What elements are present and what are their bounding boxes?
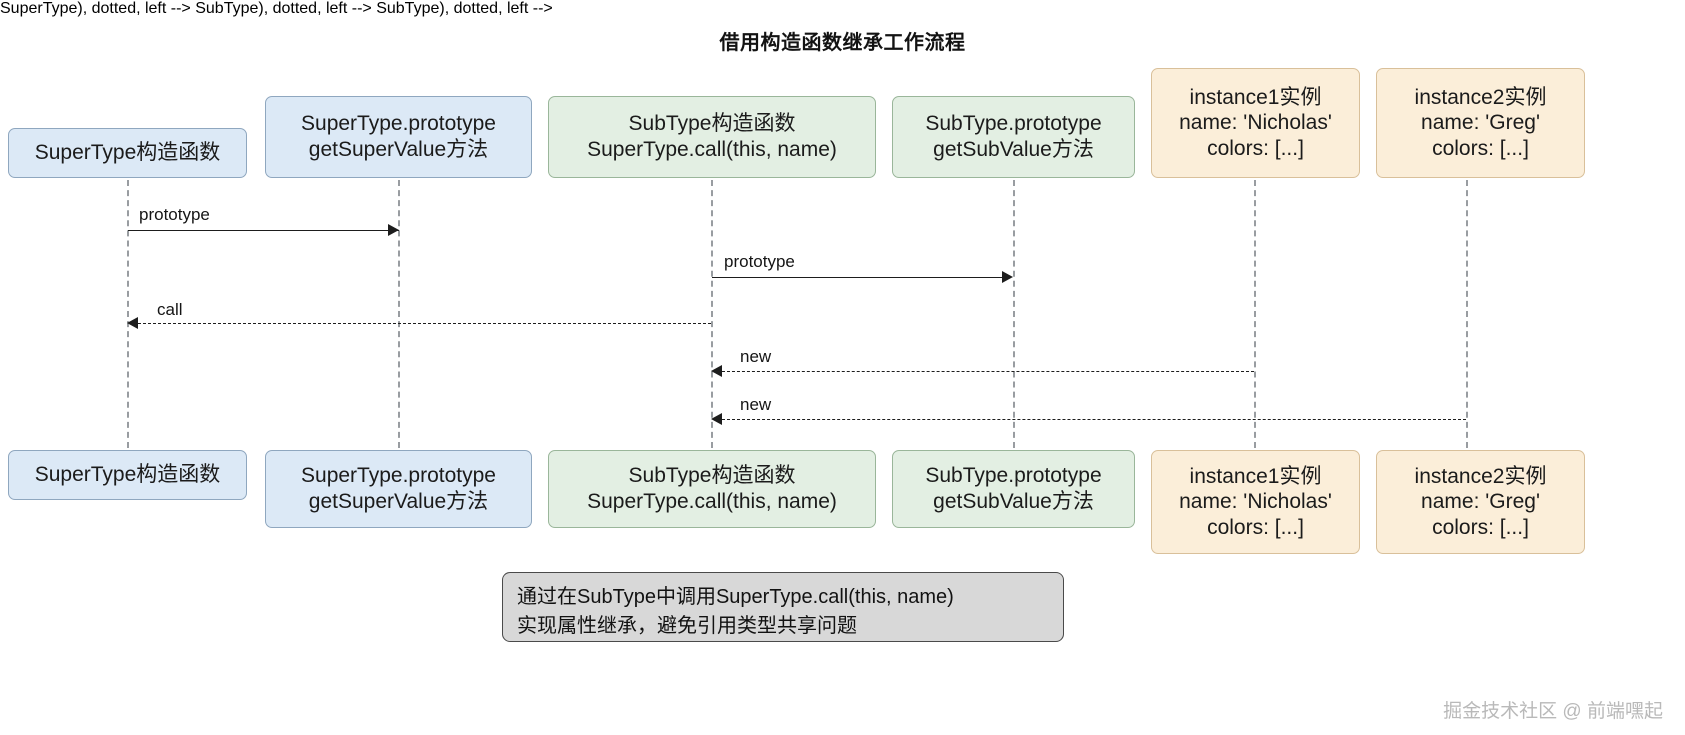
- participant-label-line: SuperType构造函数: [34, 463, 221, 487]
- participant-label-line: name: 'Greg': [1421, 111, 1540, 135]
- participant-label-line: colors: [...]: [1432, 515, 1529, 539]
- message-line-call: [138, 323, 711, 324]
- participant-top-supertype[interactable]: SuperType构造函数: [8, 128, 247, 178]
- participant-label-line: SubType构造函数: [628, 464, 796, 488]
- participant-bottom-subtype-prototype[interactable]: SubType.prototype getSubValue方法: [892, 450, 1135, 528]
- message-line-new-1: [722, 371, 1254, 372]
- participant-label-line: SubType.prototype: [925, 112, 1102, 136]
- diagram-note: 通过在SubType中调用SuperType.call(this, name) …: [502, 572, 1064, 642]
- participant-bottom-subtype[interactable]: SubType构造函数 SuperType.call(this, name): [548, 450, 876, 528]
- participant-top-supertype-prototype[interactable]: SuperType.prototype getSuperValue方法: [265, 96, 532, 178]
- lifeline-subtype: [711, 180, 713, 448]
- message-label-new-1: new: [740, 347, 772, 366]
- participant-label-line: colors: [...]: [1207, 136, 1304, 160]
- message-line-prototype-1: [128, 230, 399, 231]
- participant-top-subtype-prototype[interactable]: SubType.prototype getSubValue方法: [892, 96, 1135, 178]
- participant-label-line: SubType构造函数: [628, 112, 796, 136]
- participant-label-line: instance2实例: [1414, 85, 1547, 109]
- message-arrowhead-call: [127, 317, 138, 329]
- participant-label-line: SuperType.call(this, name): [587, 490, 837, 513]
- participant-label-line: name: 'Greg': [1421, 490, 1540, 514]
- lifeline-instance2: [1466, 180, 1468, 448]
- message-label-new-2: new: [740, 395, 772, 414]
- message-line-new-2: [722, 419, 1466, 420]
- message-arrowhead-prototype-2: [1002, 271, 1013, 283]
- participant-label-line: instance2实例: [1414, 464, 1547, 488]
- lifeline-supertype-prototype: [398, 180, 400, 448]
- message-label-prototype-1: prototype: [139, 205, 210, 224]
- participant-top-instance2[interactable]: instance2实例 name: 'Greg' colors: [...]: [1376, 68, 1585, 178]
- participant-label-line: colors: [...]: [1432, 136, 1529, 160]
- note-line: 实现属性继承，避免引用类型共享问题: [517, 615, 857, 637]
- participant-label-line: SuperType.call(this, name): [587, 138, 837, 161]
- participant-bottom-instance1[interactable]: instance1实例 name: 'Nicholas' colors: [..…: [1151, 450, 1360, 554]
- participant-top-instance1[interactable]: instance1实例 name: 'Nicholas' colors: [..…: [1151, 68, 1360, 178]
- message-label-prototype-2: prototype: [724, 252, 795, 271]
- participant-label-line: SuperType.prototype: [301, 112, 496, 136]
- participant-label-line: SuperType构造函数: [34, 141, 221, 165]
- participant-label-line: colors: [...]: [1207, 515, 1304, 539]
- participant-label-line: getSuperValue方法: [308, 490, 489, 513]
- participant-label-line: name: 'Nicholas': [1179, 490, 1332, 514]
- message-arrowhead-new-1: [711, 365, 722, 377]
- participant-label-line: SubType.prototype: [925, 464, 1102, 488]
- participant-label-line: name: 'Nicholas': [1179, 111, 1332, 135]
- participant-label-line: getSubValue方法: [933, 490, 1094, 513]
- watermark: 掘金技术社区 @ 前端嘿起: [1443, 701, 1663, 722]
- lifeline-supertype: [127, 180, 129, 448]
- participant-bottom-supertype-prototype[interactable]: SuperType.prototype getSuperValue方法: [265, 450, 532, 528]
- lifeline-subtype-prototype: [1013, 180, 1015, 448]
- lifeline-instance1: [1254, 180, 1256, 448]
- participant-top-subtype[interactable]: SubType构造函数 SuperType.call(this, name): [548, 96, 876, 178]
- participant-label-line: instance1实例: [1189, 85, 1322, 109]
- participant-label-line: instance1实例: [1189, 464, 1322, 488]
- participant-bottom-instance2[interactable]: instance2实例 name: 'Greg' colors: [...]: [1376, 450, 1585, 554]
- diagram-title: 借用构造函数继承工作流程: [719, 32, 966, 54]
- note-line: 通过在SubType中调用SuperType.call(this, name): [517, 586, 954, 608]
- participant-bottom-supertype[interactable]: SuperType构造函数: [8, 450, 247, 500]
- participant-label-line: getSubValue方法: [933, 138, 1094, 161]
- message-line-prototype-2: [712, 277, 1002, 278]
- participant-label-line: getSuperValue方法: [308, 138, 489, 161]
- message-label-call: call: [157, 300, 183, 319]
- message-arrowhead-new-2: [711, 413, 722, 425]
- message-arrowhead-prototype-1: [388, 224, 399, 236]
- participant-label-line: SuperType.prototype: [301, 464, 496, 488]
